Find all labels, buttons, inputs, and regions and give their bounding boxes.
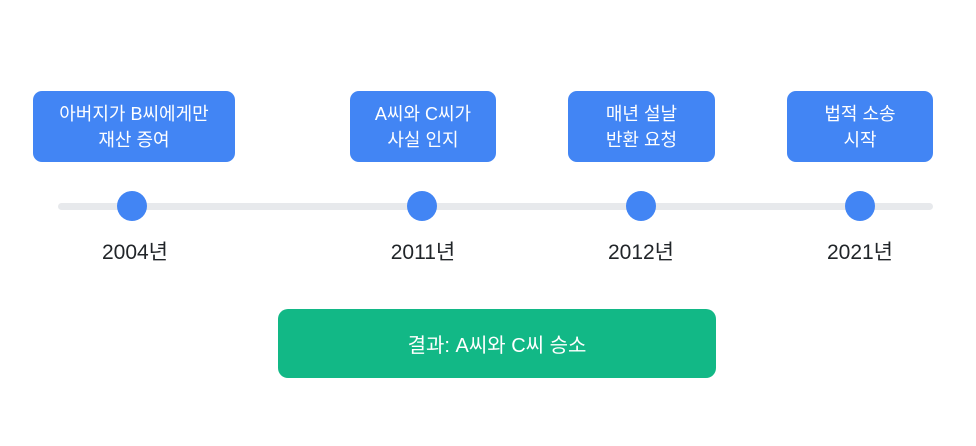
year-label-2012: 2012년 [607,241,675,264]
timeline-dot-2004 [117,191,147,221]
event-box-2012: 매년 설날 반환 요청 [568,91,715,162]
year-label-2004: 2004년 [101,241,169,264]
timeline-dot-2012 [626,191,656,221]
timeline-dot-2011 [407,191,437,221]
event-box-2004: 아버지가 B씨에게만 재산 증여 [33,91,235,162]
result-banner: 결과: A씨와 C씨 승소 [278,309,716,378]
year-label-2011: 2011년 [390,241,456,264]
timeline-track [58,203,933,210]
timeline-dot-2021 [845,191,875,221]
event-box-2021: 법적 소송 시작 [787,91,933,162]
event-box-2011: A씨와 C씨가 사실 인지 [350,91,496,162]
year-label-2021: 2021년 [826,241,894,264]
